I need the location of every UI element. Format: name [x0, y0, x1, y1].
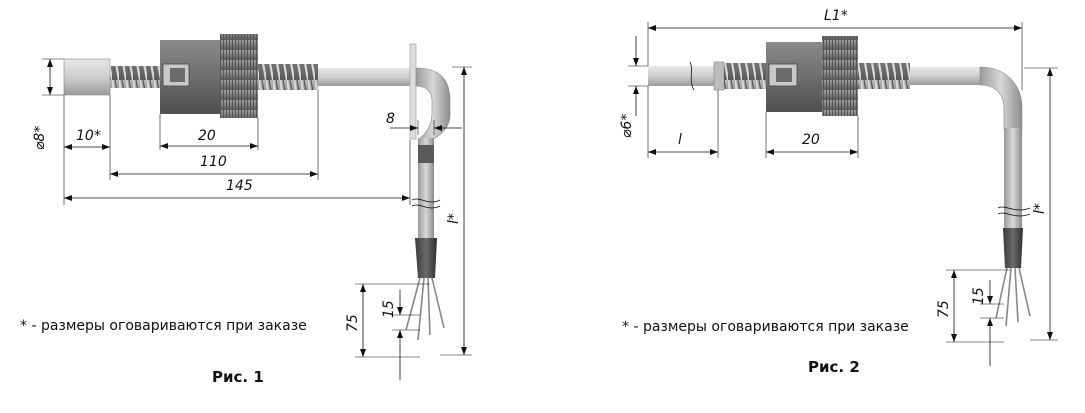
dim-75-2: 75 [936, 300, 952, 318]
dim-20: 20 [198, 128, 216, 144]
figure-1: ⌀8* 10* 20 110 145 8 [20, 34, 472, 386]
flange-plate [409, 43, 417, 140]
knurled-nut [220, 34, 258, 118]
dim-diameter-8: ⌀8* [32, 126, 48, 150]
dim-15-2: 15 [971, 287, 987, 305]
dim-15: 15 [381, 300, 397, 318]
dim-75: 75 [345, 314, 361, 332]
lead-wires [405, 277, 445, 341]
dim-l-star: l* [446, 213, 462, 224]
caption-1: Рис. 1 [212, 368, 264, 386]
tube-bend [415, 67, 451, 141]
break-mark [411, 198, 441, 203]
spring-right-2 [858, 63, 910, 89]
dim-110: 110 [200, 154, 227, 170]
break-mark-2 [997, 206, 1031, 211]
dim-20-2: 20 [802, 132, 820, 148]
spring-left-2 [724, 63, 768, 89]
dim-145: 145 [226, 178, 253, 194]
note-2: * - размеры оговариваются при заказе [622, 319, 909, 335]
cable-boot [415, 238, 437, 278]
lead-wires-2 [995, 267, 1031, 327]
dim-8: 8 [386, 111, 395, 127]
dim-diameter-6: ⌀6* [619, 114, 635, 138]
dimensions-2: L1* ⌀6* l 20 l* 75 [619, 8, 1058, 366]
caption-2: Рис. 2 [808, 358, 860, 376]
note-1: * - размеры оговариваются при заказе [20, 318, 307, 334]
sheath-tube-2 [910, 67, 980, 85]
sensor-tip [63, 58, 111, 96]
ring [713, 61, 725, 91]
dim-l: l [678, 132, 682, 148]
spring-left [110, 66, 162, 88]
cable-boot-2 [1003, 228, 1023, 268]
sheath-tube-left [648, 66, 718, 86]
sheath-vertical-2 [1004, 128, 1022, 228]
dim-L1-star: L1* [824, 8, 848, 24]
sensor-assembly-1 [63, 34, 451, 341]
dim-l-star-2: l* [1032, 203, 1048, 214]
sheath-tube [318, 68, 418, 86]
dim-10: 10* [76, 128, 101, 144]
knurled-nut-2 [822, 36, 858, 116]
dimensions-1: ⌀8* 10* 20 110 145 8 [32, 58, 472, 380]
figure-2: L1* ⌀6* l 20 l* 75 [619, 8, 1058, 376]
sensor-assembly-2 [648, 36, 1031, 327]
tube-bend-2 [979, 66, 1023, 131]
spring-right [258, 64, 318, 90]
